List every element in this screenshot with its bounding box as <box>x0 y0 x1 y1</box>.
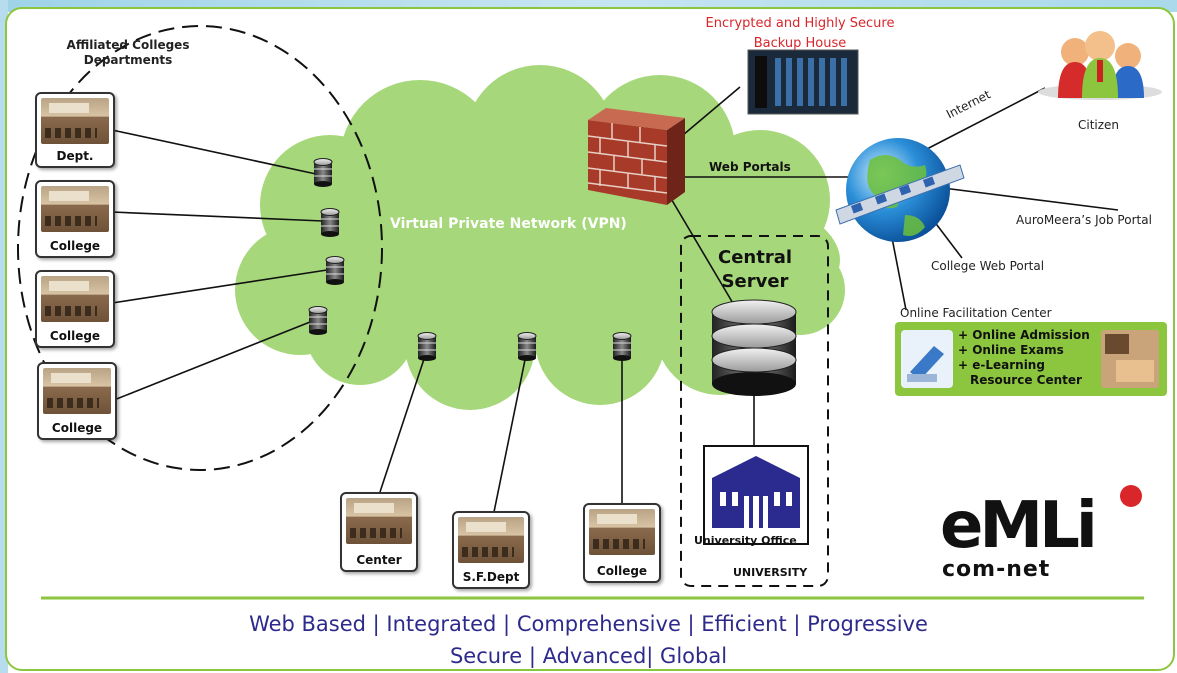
emli-logo: eMLi <box>940 494 1098 558</box>
university-boundary <box>680 235 829 587</box>
logo-dot <box>1120 485 1142 507</box>
logo-sub: com-net <box>942 557 1051 582</box>
citizen-label: Citizen <box>1078 118 1120 132</box>
backup-server-icon <box>747 49 859 115</box>
college-label-4: College <box>596 564 648 578</box>
central-server-line2: Server <box>721 271 789 292</box>
center-node: Center <box>340 492 418 572</box>
facility-item-exams: + Online Exams <box>958 343 1064 357</box>
dept-label: Dept. <box>56 149 94 163</box>
tagline-line1: Web Based | Integrated | Comprehensive |… <box>249 612 928 636</box>
online-facilitation-title: Online Facilitation Center <box>900 306 1052 320</box>
facility-item-elearning: + e-Learning <box>958 358 1045 372</box>
vpn-label: Virtual Private Network (VPN) <box>390 216 627 232</box>
college-label-3: College <box>51 421 103 435</box>
affiliated-group-title: Affiliated Colleges Departments <box>58 38 198 68</box>
college-web-portal-label: College Web Portal <box>931 259 1045 273</box>
backup-line1: Encrypted and Highly Secure <box>705 16 895 31</box>
facility-item-admission: + Online Admission <box>958 328 1090 342</box>
college-node-2: College <box>35 270 115 348</box>
college-label-2: College <box>49 329 101 343</box>
facility-item-resource-center: Resource Center <box>970 373 1082 387</box>
web-portals-label: Web Portals <box>709 160 791 174</box>
dept-node: Dept. <box>35 92 115 168</box>
center-label: Center <box>356 553 402 567</box>
college-node-3: College <box>37 362 117 440</box>
affiliated-title-line2: Departments <box>83 53 173 67</box>
backup-title: Encrypted and Highly Secure Backup House <box>690 14 910 54</box>
globe-icon <box>835 138 965 242</box>
citizen-icon <box>1038 31 1162 100</box>
job-portal-label: AuroMeera’s Job Portal <box>1016 213 1152 227</box>
central-server-label: Central Server <box>700 246 810 294</box>
affiliated-title-line1: Affiliated Colleges <box>66 38 190 52</box>
db-node-icons <box>308 158 632 361</box>
central-server-icon <box>711 299 797 396</box>
online-facilitation-box <box>895 322 1167 396</box>
online-facilitation-list: + Online Admission + Online Exams + e-Le… <box>958 328 1090 388</box>
college-node-1: College <box>35 180 115 258</box>
backup-line2: Backup House <box>753 36 847 51</box>
university-label: UNIVERSITY <box>733 566 808 579</box>
firewall-icon <box>587 108 685 205</box>
college-node-4: College <box>583 503 661 583</box>
logo-main: eMLi <box>940 489 1098 563</box>
affiliated-group-boundary <box>17 25 383 471</box>
tagline-line2: Secure | Advanced| Global <box>449 644 728 668</box>
sf-dept-node: S.F.Dept <box>452 511 530 589</box>
college-label-1: College <box>49 239 101 253</box>
university-building-icon <box>703 445 809 545</box>
central-server-line1: Central <box>717 247 793 268</box>
sf-dept-label: S.F.Dept <box>462 570 520 584</box>
university-office-label: University Office <box>694 534 797 547</box>
